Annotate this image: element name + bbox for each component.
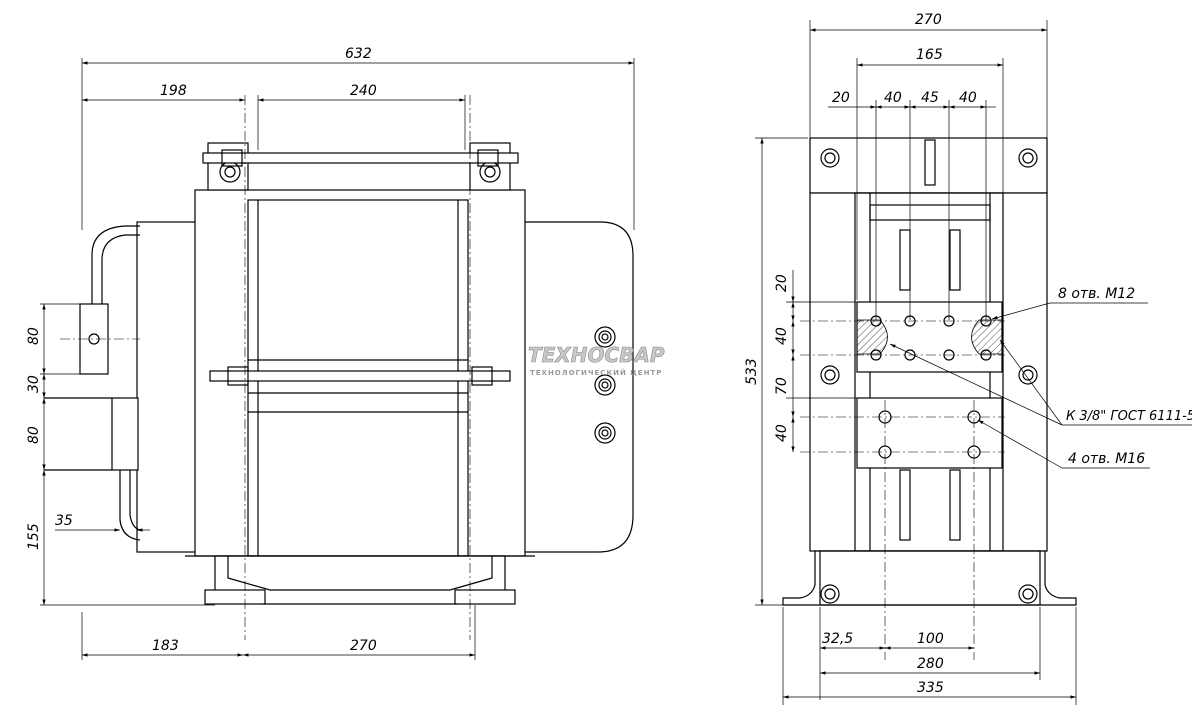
technosvar-logo: ТЕХНОСВАР ТЕХНОЛОГИЧЕСКИЙ ЦЕНТР — [528, 343, 665, 377]
logo-tagline: ТЕХНОЛОГИЧЕСКИЙ ЦЕНТР — [530, 368, 662, 377]
base-foot-right — [454, 589, 516, 605]
dim-335: 335 — [917, 680, 944, 696]
dim-183: 183 — [152, 638, 179, 654]
front-view: 632 198 240 183 270 80 30 80 155 35 — [26, 46, 635, 660]
side-base — [782, 550, 1077, 606]
dim-20-v: 20 — [774, 274, 790, 292]
dim-198: 198 — [160, 83, 187, 99]
left-winding-block — [136, 221, 198, 553]
dim-30: 30 — [26, 375, 42, 393]
dim-100: 100 — [917, 631, 944, 647]
terminal-plate-m16 — [856, 397, 1003, 469]
dim-533: 533 — [744, 358, 760, 385]
dim-32-5: 32,5 — [822, 631, 853, 647]
top-bolt — [1018, 148, 1038, 168]
base-bolt — [820, 584, 840, 604]
dim-280: 280 — [917, 656, 944, 672]
dim-40-v2: 40 — [774, 424, 790, 442]
logo-name: ТЕХНОСВАР — [528, 343, 665, 367]
lead-wire — [101, 234, 140, 305]
base-foot-left — [204, 589, 266, 605]
side-bolt — [820, 365, 840, 385]
dim-35: 35 — [55, 513, 73, 529]
top-tie-rod — [202, 152, 519, 164]
top-bolt — [820, 148, 840, 168]
terminal-bolt — [594, 374, 616, 396]
dim-overall-length: 632 — [345, 46, 372, 62]
terminal-bolt — [594, 326, 616, 348]
callout-4-holes-m16: 4 отв. М16 — [1068, 451, 1145, 467]
cable-block — [111, 397, 139, 471]
callout-8-holes-m12: 8 отв. М12 — [1058, 286, 1135, 302]
dim-70: 70 — [774, 377, 790, 395]
dim-40-b: 40 — [959, 90, 977, 106]
dim-80-top: 80 — [26, 327, 42, 345]
base-bolt — [1018, 584, 1038, 604]
side-bolt — [1018, 365, 1038, 385]
dim-155: 155 — [26, 523, 42, 550]
dim-165: 165 — [916, 47, 943, 63]
callout-k38-thread: К 3/8" ГОСТ 6111-52 — [1066, 409, 1192, 424]
dim-80-mid: 80 — [26, 426, 42, 444]
dim-45: 45 — [921, 90, 939, 106]
dim-270-right: 270 — [915, 12, 942, 28]
dim-240: 240 — [350, 83, 377, 99]
dim-270-left: 270 — [350, 638, 377, 654]
dim-40-v1: 40 — [774, 327, 790, 345]
side-view: 270 165 20 40 45 40 533 20 40 70 40 — [744, 12, 1192, 705]
dim-40-a: 40 — [884, 90, 902, 106]
dim-20-h: 20 — [832, 90, 850, 106]
middle-tie-rod — [209, 370, 511, 382]
terminal-bolt — [594, 422, 616, 444]
terminal-housing — [519, 221, 634, 553]
